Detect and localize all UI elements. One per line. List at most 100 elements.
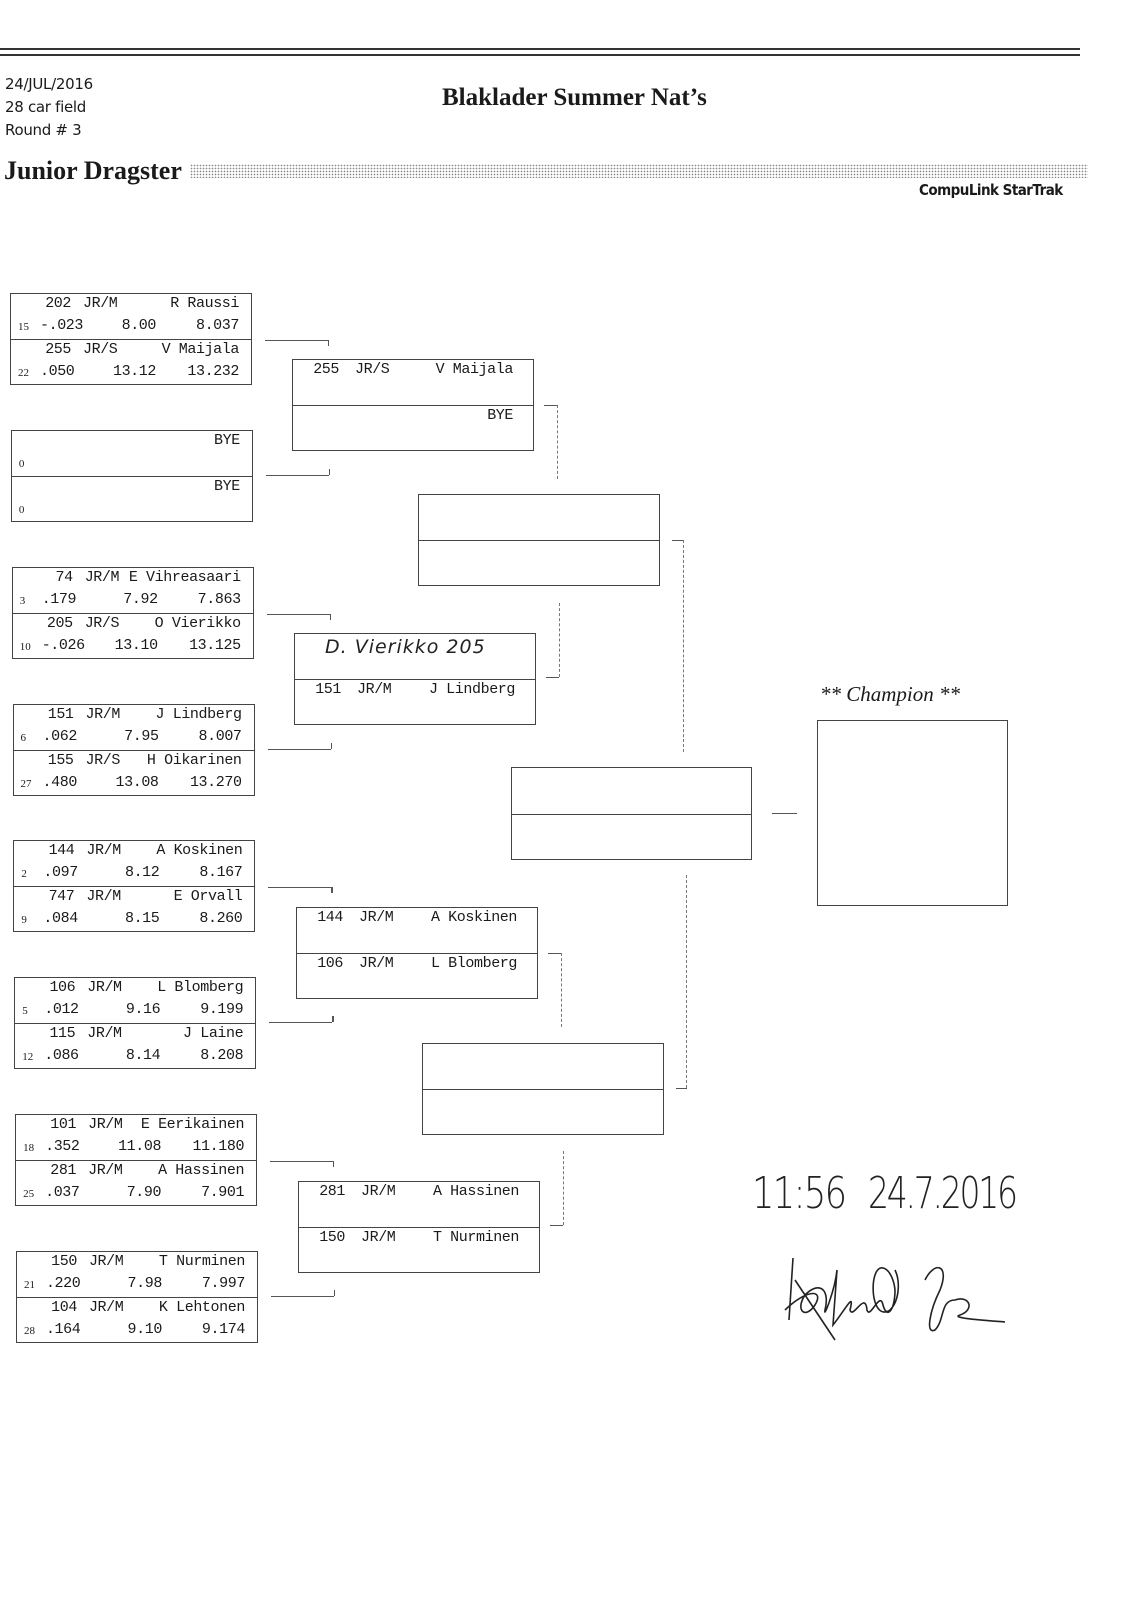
- seed-number: 18: [23, 1142, 35, 1154]
- reaction-time: .086: [44, 1047, 79, 1064]
- racer-lane-top: [512, 768, 751, 814]
- dial-in: 13.12: [112, 363, 156, 380]
- bracket-connector: [270, 1296, 334, 1298]
- reaction-time: .062: [42, 728, 78, 745]
- elapsed-time: 13.125: [189, 637, 241, 654]
- elapsed-time: 7.997: [201, 1275, 245, 1292]
- bracket-connector: [270, 1161, 334, 1163]
- dial-in: 7.95: [124, 728, 159, 745]
- seed-number: 0: [18, 458, 25, 470]
- bracket-connector-dashed: [557, 405, 558, 479]
- elapsed-time: 9.199: [200, 1001, 244, 1018]
- car-class: JR/S: [84, 615, 120, 632]
- driver-name: V Maijala: [161, 341, 240, 358]
- racer-lane-top: BYE 0: [12, 431, 252, 476]
- dial-in: 13.10: [114, 637, 158, 654]
- driver-name: V Maijala: [435, 361, 514, 378]
- car-class: JR/M: [88, 1299, 124, 1316]
- driver-name: H Oikarinen: [146, 752, 242, 769]
- elapsed-time: 7.863: [197, 591, 241, 608]
- elapsed-time: 13.270: [189, 774, 242, 791]
- car-number: 151: [47, 706, 74, 723]
- car-class: JR/M: [83, 295, 118, 312]
- bracket-connector: [676, 1088, 687, 1090]
- bracket-connector: [544, 405, 557, 407]
- seed-number: 28: [23, 1325, 35, 1337]
- driver-name: A Koskinen: [430, 909, 517, 926]
- reaction-time: .084: [43, 910, 78, 927]
- car-class: JR/M: [87, 1025, 122, 1042]
- header-rule: [0, 54, 1080, 56]
- elapsed-time: 9.174: [201, 1321, 245, 1338]
- reaction-time: -.023: [40, 317, 84, 334]
- seed-number: 21: [23, 1279, 35, 1291]
- reaction-time: -.026: [41, 637, 85, 654]
- car-number: 155: [47, 752, 74, 769]
- bracket-connector: [266, 614, 330, 616]
- driver-name: A Hassinen: [432, 1183, 519, 1200]
- car-number: 115: [49, 1025, 76, 1042]
- driver-name: J Lindberg: [428, 681, 515, 698]
- seed-number: 9: [21, 914, 27, 926]
- seed-number: 25: [23, 1188, 35, 1200]
- car-number: 104: [51, 1299, 77, 1316]
- field-size: 28 car field: [5, 98, 86, 116]
- driver-name: E Vihreasaari: [128, 569, 241, 586]
- car-number: 106: [49, 979, 76, 996]
- reaction-time: .164: [45, 1321, 81, 1338]
- racer-lane-top: D. Vierikko 205: [295, 634, 535, 679]
- seed-number: 12: [22, 1051, 34, 1063]
- driver-name: BYE: [214, 432, 240, 449]
- reaction-time: .220: [45, 1275, 81, 1292]
- elapsed-time: 7.901: [201, 1184, 245, 1201]
- bracket-connector-dashed: [559, 603, 560, 677]
- driver-name: L Blomberg: [430, 955, 517, 972]
- elapsed-time: 8.007: [198, 728, 242, 745]
- matchup-box-final: [511, 767, 752, 860]
- car-number: 101: [50, 1116, 77, 1133]
- car-class: JR/M: [86, 888, 121, 905]
- car-number: 144: [48, 842, 75, 859]
- class-title: Junior Dragster: [4, 156, 182, 185]
- car-class: JR/M: [361, 1229, 396, 1246]
- matchup-box-round3: [418, 494, 660, 586]
- bracket-connector: [548, 953, 561, 955]
- bracket-connector: [328, 469, 331, 475]
- bracket-connector: [332, 1016, 334, 1022]
- seed-number: 10: [19, 641, 31, 653]
- car-class: JR/M: [85, 706, 121, 723]
- car-number: 205: [46, 615, 73, 632]
- seed-number: 0: [18, 504, 25, 516]
- reaction-time: .037: [45, 1184, 80, 1201]
- bracket-connector: [772, 813, 797, 815]
- car-number: 281: [50, 1162, 77, 1179]
- dial-in: 9.16: [125, 1001, 161, 1018]
- car-class: JR/M: [359, 909, 394, 926]
- seed-number: 5: [22, 1005, 28, 1017]
- dial-in: 8.15: [124, 910, 160, 927]
- car-number: 255: [45, 341, 71, 358]
- car-number: 202: [45, 295, 71, 312]
- car-class: JR/S: [355, 361, 390, 378]
- racer-lane-bottom: [419, 540, 659, 586]
- dial-in: 7.92: [123, 591, 158, 608]
- bracket-connector: [330, 743, 332, 749]
- bracket-connector: [265, 475, 329, 477]
- reaction-time: .050: [40, 363, 75, 380]
- elapsed-time: 13.232: [187, 363, 239, 380]
- champion-label: ** Champion **: [820, 682, 961, 706]
